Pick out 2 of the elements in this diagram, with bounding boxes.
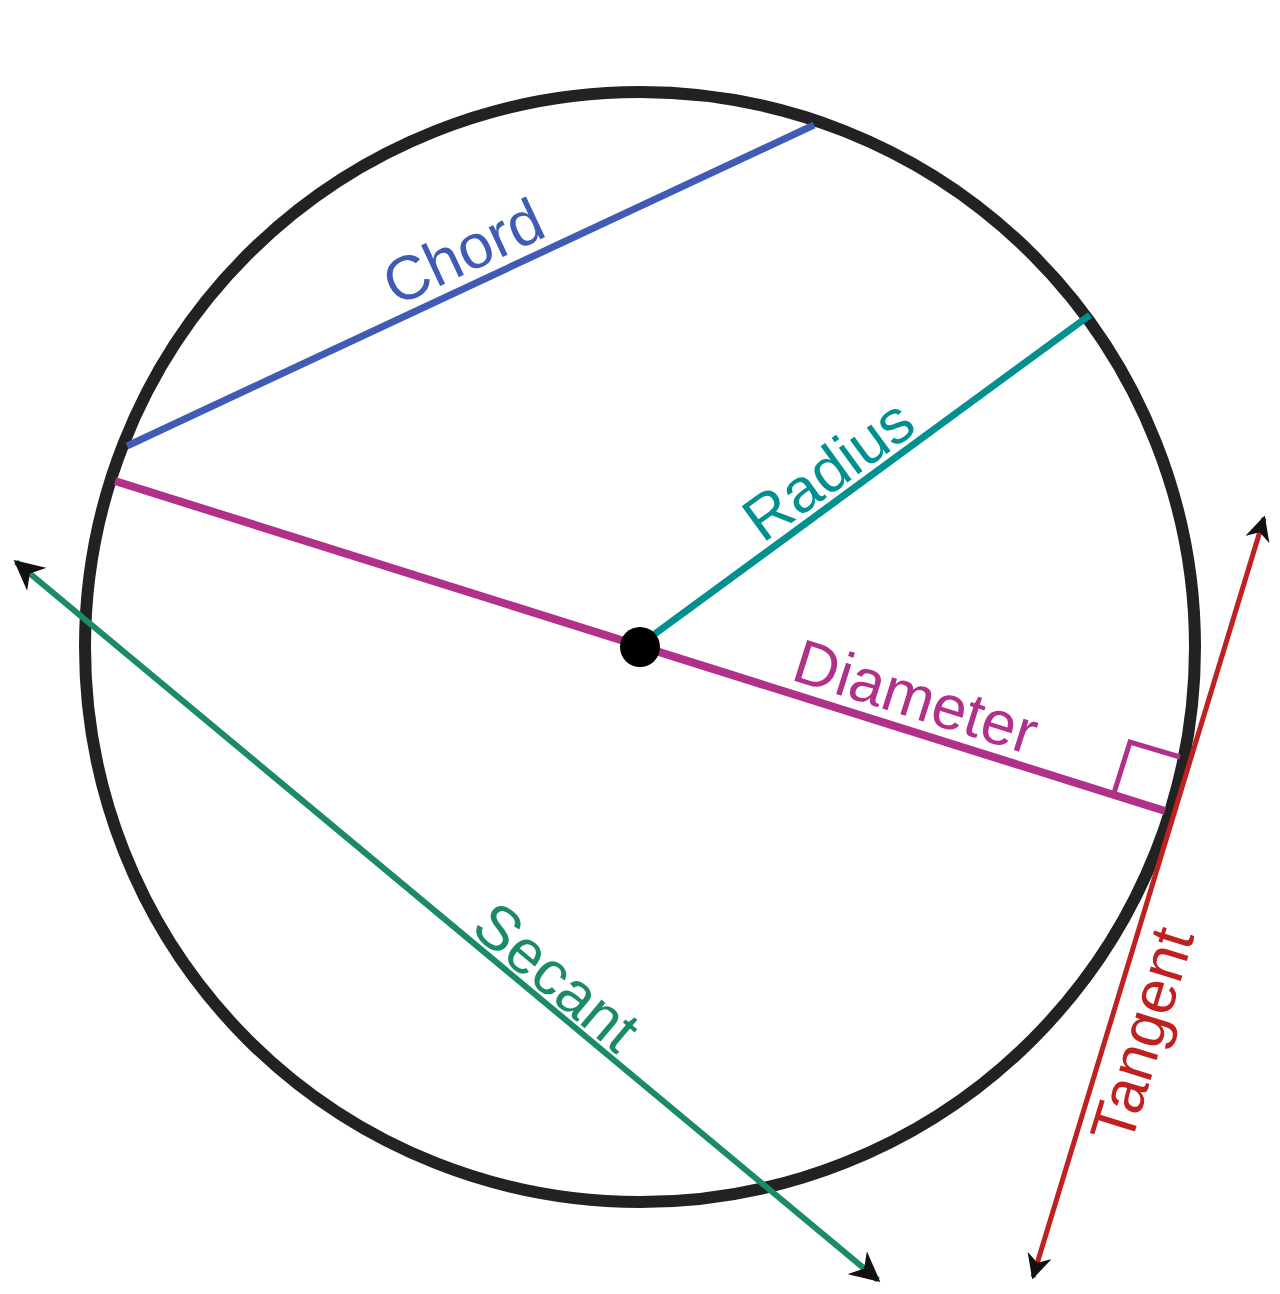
line-label: Chord — [373, 188, 553, 316]
line-label: Tangent — [1079, 920, 1204, 1150]
